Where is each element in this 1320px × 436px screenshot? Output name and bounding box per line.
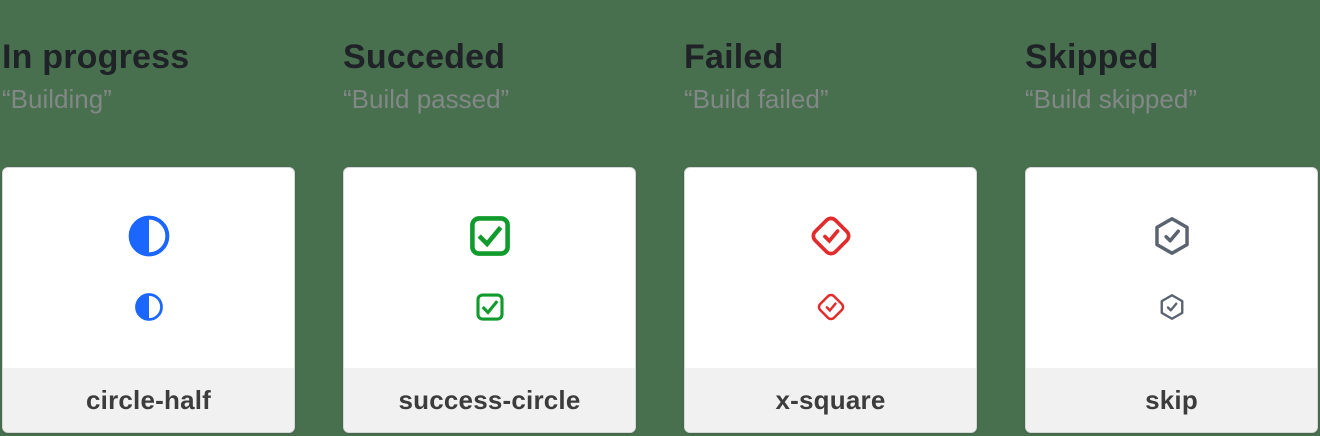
status-column-failed: Failed “Build failed” x-square — [684, 0, 977, 433]
circle-half-icon — [127, 214, 171, 258]
status-title: Succeded — [343, 38, 506, 76]
icon-card-circle-half: circle-half — [2, 167, 295, 433]
status-subtitle: “Building” — [2, 84, 112, 114]
icon-name-label: skip — [1145, 384, 1198, 415]
x-square-icon — [816, 292, 846, 322]
status-column-in-progress: In progress “Building” circle-half — [2, 0, 295, 433]
icon-name-label: success-circle — [398, 384, 581, 415]
status-subtitle: “Build failed” — [684, 84, 829, 114]
icon-name-label: x-square — [775, 384, 886, 415]
icon-name-label: circle-half — [85, 384, 212, 415]
icon-card-footer: x-square — [685, 368, 976, 432]
success-circle-icon — [468, 214, 512, 258]
status-column-skipped: Skipped “Build skipped” skip — [1025, 0, 1318, 433]
icon-card-success-circle: success-circle — [343, 167, 636, 433]
skip-icon — [1157, 292, 1187, 322]
icon-card-footer: circle-half — [3, 368, 294, 432]
icon-card-skip: skip — [1025, 167, 1318, 433]
skip-icon — [1150, 214, 1194, 258]
status-column-succeded: Succeded “Build passed” success-circle — [343, 0, 636, 433]
circle-half-icon — [134, 292, 164, 322]
icon-preview-area — [3, 168, 294, 368]
status-title: In progress — [2, 38, 190, 76]
icon-card-x-square: x-square — [684, 167, 977, 433]
x-square-icon — [809, 214, 853, 258]
icon-preview-area — [344, 168, 635, 368]
icon-card-footer: skip — [1026, 368, 1317, 432]
icon-card-footer: success-circle — [344, 368, 635, 432]
status-title: Skipped — [1025, 38, 1159, 76]
status-title: Failed — [684, 38, 784, 76]
status-subtitle: “Build skipped” — [1025, 84, 1197, 114]
status-subtitle: “Build passed” — [343, 84, 510, 114]
icon-preview-area — [685, 168, 976, 368]
success-circle-icon — [475, 292, 505, 322]
icon-preview-area — [1026, 168, 1317, 368]
